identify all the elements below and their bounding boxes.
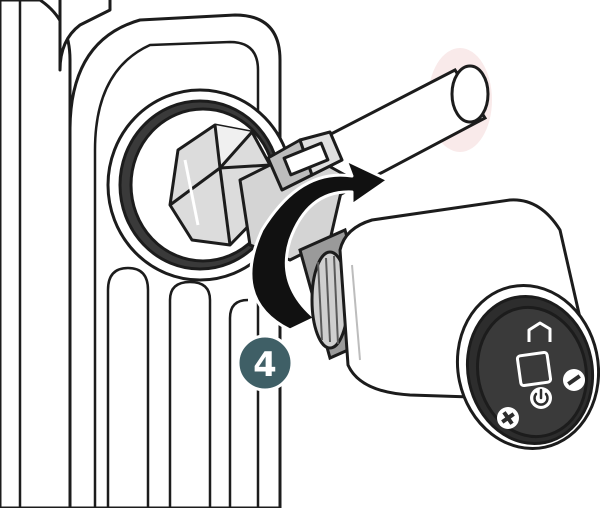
thermostat-control-face: [497, 321, 585, 429]
rotate-arrow-icon: [249, 158, 390, 332]
step-number: 4: [253, 345, 277, 385]
power-icon: [530, 387, 552, 409]
plus-icon: [497, 407, 519, 429]
display-icon: [515, 350, 553, 388]
smart-thermostat: [338, 198, 600, 451]
step-badge: 4: [236, 334, 294, 392]
house-icon: [527, 321, 552, 342]
minus-icon: [563, 369, 585, 391]
heating-pipe: [297, 48, 492, 202]
